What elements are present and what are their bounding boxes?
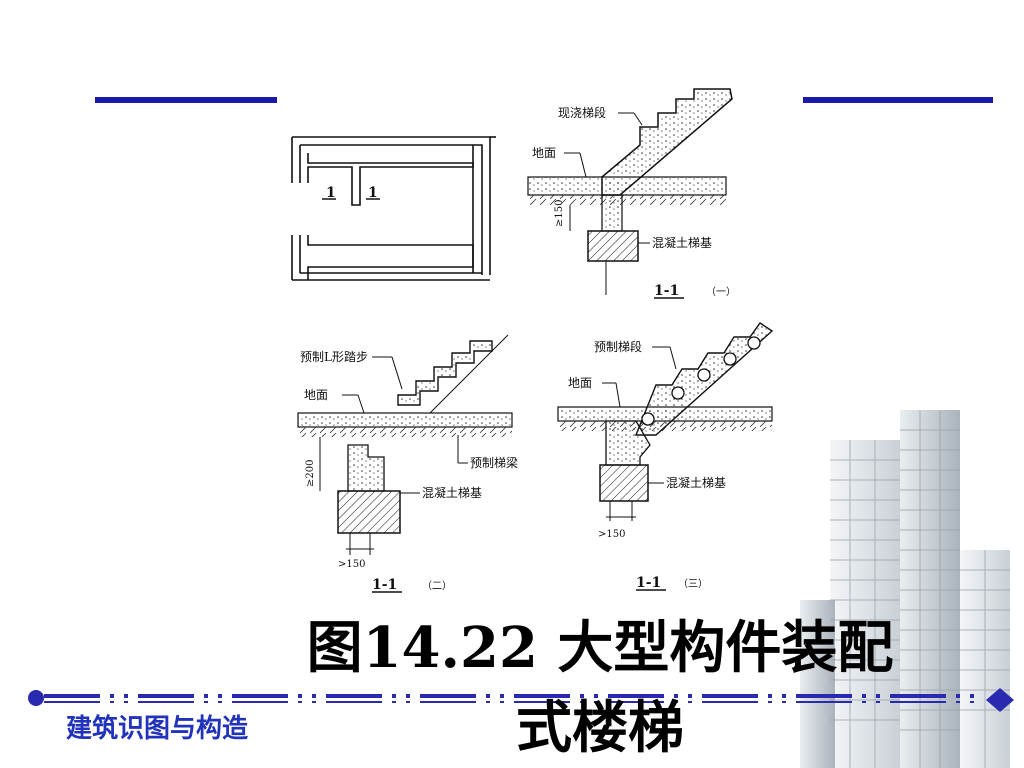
detail2-label-foundation: 混凝土梯基 [422,485,482,500]
detail2-label-l-step: 预制L形踏步 [300,350,368,364]
detail2-label-ground: 地面 [304,388,328,402]
figure-title-line-2: 式楼梯 [516,695,684,761]
detail2-dim-vertical: ≥200 [305,460,316,487]
plan-view [291,136,496,281]
detail3-dim: >150 [598,529,625,540]
detail3-label-precast-flight: 预制梯段 [594,339,642,354]
plan-mark-right: 1 [368,185,378,201]
stair-construction-diagram: 1 1 ≥150 现浇梯段 地面 混凝土梯基 1-1 （一） [291,88,774,593]
figure-title: 图14.22 大型构件装配 式楼梯 [280,608,920,768]
detail2-section-note: （二） [422,580,452,592]
detail3-label-ground: 地面 [568,376,592,390]
detail-2-precast-l-steps: ≥200 [297,334,513,555]
building-illustration [800,410,1010,768]
top-left-bar [95,97,277,103]
detail3-section-note: （三） [678,578,708,590]
detail1-section-note: （一） [706,286,736,298]
detail2-label-beam: 预制梯梁 [470,455,518,470]
detail1-label-cast-flight: 现浇梯段 [558,105,606,120]
detail3-section: 1-1 [636,575,661,591]
detail1-section: 1-1 [654,283,679,299]
detail1-label-foundation: 混凝土梯基 [652,235,712,250]
detail1-dim: ≥150 [554,200,565,227]
footer-divider [28,688,1014,712]
detail3-label-foundation: 混凝土梯基 [666,475,726,490]
plan-mark-left: 1 [326,185,336,201]
course-title: 建筑识图与构造 [66,714,249,744]
detail2-dim-horizontal: >150 [338,559,365,570]
top-right-bar [803,97,993,103]
detail1-label-ground: 地面 [532,146,556,160]
detail-1-cast-in-place: ≥150 [527,88,733,295]
detail2-section: 1-1 [372,577,397,593]
figure-title-line-1: 图14.22 大型构件装配 [306,615,894,681]
detail-3-precast-flight [557,322,774,521]
